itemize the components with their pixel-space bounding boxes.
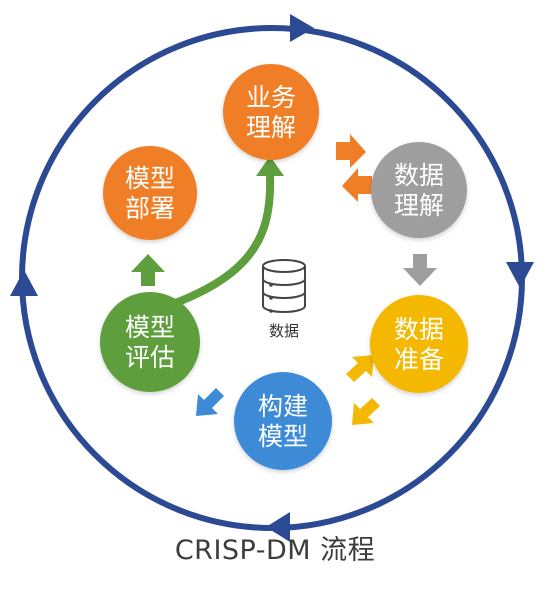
data-to-business-arrow <box>342 168 372 202</box>
phase-deployment-line1: 模型 <box>125 164 175 193</box>
center-label: 数据 <box>269 322 299 340</box>
phase-business-line1: 业务 <box>246 83 296 112</box>
phase-deployment: 模型 部署 <box>103 146 197 240</box>
business-to-data-arrow <box>336 134 366 168</box>
phase-data-preparation-line1: 数据 <box>394 315 444 344</box>
phase-business-understanding: 业务 理解 <box>223 64 319 160</box>
cycle-arrowhead-right <box>506 262 534 288</box>
phase-business-line2: 理解 <box>246 113 296 142</box>
phase-evaluation-line1: 模型 <box>125 313 175 342</box>
evaluation-to-business-arrow <box>148 175 275 316</box>
cycle-arrowhead-top <box>290 14 314 42</box>
database-icon <box>262 259 306 313</box>
phase-data-preparation: 数据 准备 <box>370 295 468 393</box>
phase-data-understanding: 数据 理解 <box>371 142 467 238</box>
evaluation-to-business-arrowhead <box>256 156 284 176</box>
phase-modeling: 构建 模型 <box>234 372 332 470</box>
modeling-to-preparation-arrow <box>352 398 380 425</box>
phase-data-understanding-line1: 数据 <box>394 161 444 190</box>
modeling-to-evaluation-arrow <box>196 388 224 416</box>
phase-data-understanding-line2: 理解 <box>394 191 444 220</box>
phase-data-preparation-line2: 准备 <box>394 345 444 374</box>
cycle-arrowhead-left <box>10 270 38 296</box>
phase-deployment-line2: 部署 <box>125 194 175 223</box>
preparation-to-modeling-arrow <box>346 355 374 382</box>
understanding-to-preparation-arrow <box>403 254 437 286</box>
evaluation-to-deployment-arrow <box>131 254 165 286</box>
phase-evaluation-line2: 评估 <box>125 343 175 372</box>
diagram-title: CRISP-DM 流程 <box>174 535 376 566</box>
phase-evaluation: 模型 评估 <box>100 292 200 392</box>
cycle-arrowhead-bottom <box>266 512 290 542</box>
phase-modeling-line1: 构建 <box>258 392 308 421</box>
phase-modeling-line2: 模型 <box>258 422 308 451</box>
